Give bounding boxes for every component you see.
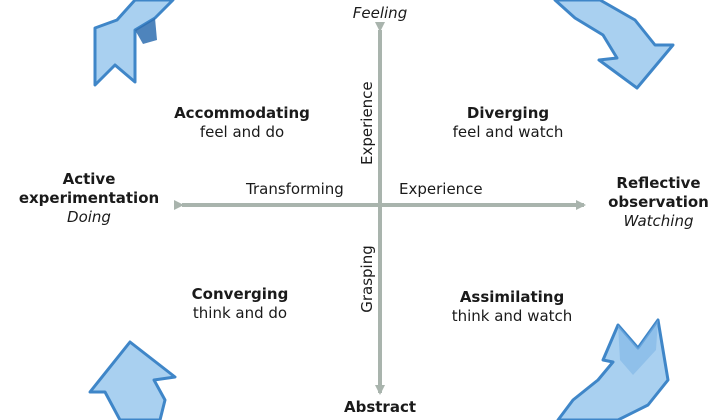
- pole-right-subtitle: Watching: [623, 211, 694, 230]
- quadrant-assimilating-desc: think and watch: [451, 306, 573, 325]
- pole-left-subtitle: Doing: [67, 207, 111, 226]
- quadrant-accommodating: Accommodating feel and do: [162, 104, 322, 142]
- pole-bottom-title: Abstract: [343, 398, 417, 416]
- pole-right-title-line1: Reflective: [616, 174, 701, 192]
- cycle-arrow-bottom-left: [88, 340, 177, 420]
- axis-label-transforming: Transforming: [246, 180, 344, 198]
- quadrant-assimilating: Assimilating think and watch: [432, 288, 592, 326]
- pole-left-title-line1: Active: [62, 170, 116, 188]
- axis-label-grasping: Grasping: [358, 245, 376, 313]
- quadrant-accommodating-title: Accommodating: [174, 104, 310, 122]
- quadrant-diverging-title: Diverging: [466, 104, 550, 122]
- axis-label-experience-horizontal: Experience: [399, 180, 483, 198]
- quadrant-converging-desc: think and do: [192, 303, 288, 322]
- pole-top-subtitle: Feeling: [352, 4, 408, 22]
- cycle-arrow-top-left: [93, 0, 175, 87]
- quadrant-diverging-desc: feel and watch: [452, 122, 564, 141]
- pole-left-title-line2: experimentation: [18, 188, 160, 207]
- cycle-arrow-top-right: [553, 0, 675, 90]
- pole-left: Active experimentation Doing: [0, 170, 178, 226]
- quadrant-diverging: Diverging feel and watch: [428, 104, 588, 142]
- cycle-arrow-bottom-right: [556, 318, 670, 420]
- quadrant-converging-title: Converging: [191, 285, 289, 303]
- axis-label-experience-vertical: Experience: [358, 81, 376, 165]
- pole-right: Reflective observation Watching: [594, 174, 723, 230]
- quadrant-converging: Converging think and do: [160, 285, 320, 323]
- quadrant-accommodating-desc: feel and do: [199, 122, 285, 141]
- pole-right-title-line2: observation: [608, 192, 709, 211]
- quadrant-assimilating-title: Assimilating: [459, 288, 565, 306]
